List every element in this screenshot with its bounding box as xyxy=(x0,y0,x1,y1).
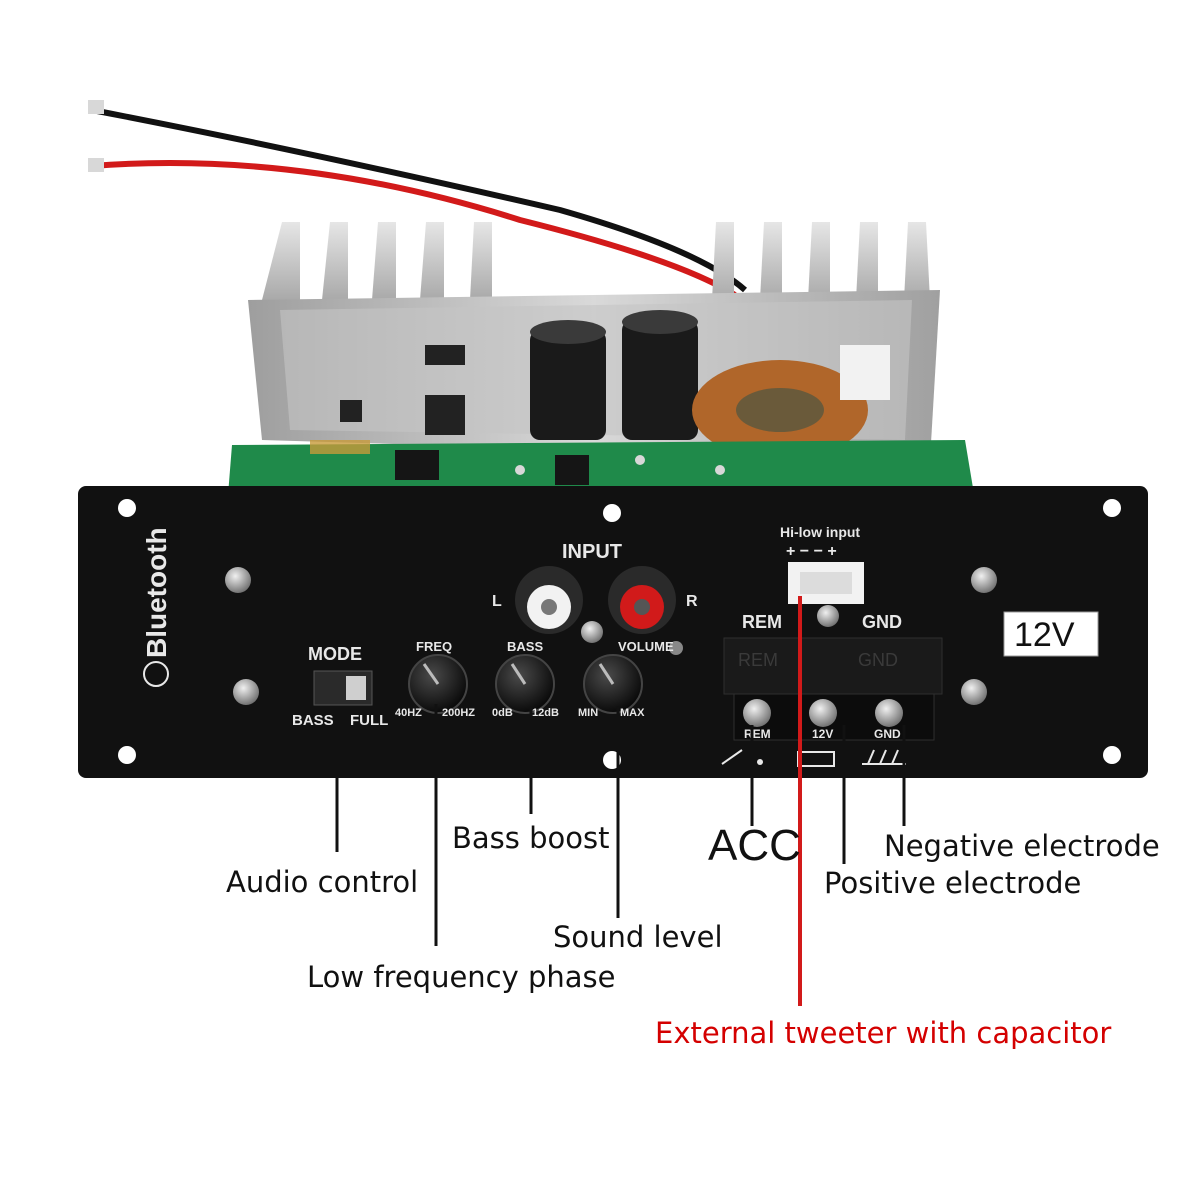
freq-knob[interactable] xyxy=(408,654,468,714)
terminal-rem-text: REM xyxy=(744,727,771,741)
bluetooth-logo: Bluetooth xyxy=(141,527,172,687)
terminal-gnd-text: GND xyxy=(874,727,901,741)
bass-knob[interactable] xyxy=(495,654,555,714)
bass-min-label: 0dB xyxy=(492,707,513,719)
callout-positive-electrode: Positive electrode xyxy=(824,866,1081,900)
freq-label: FREQ xyxy=(416,639,452,654)
bluetooth-brand: Bluetooth xyxy=(141,527,172,658)
callout-acc: ACC xyxy=(708,821,801,870)
input-right-label: R xyxy=(686,593,698,610)
mode-label: MODE xyxy=(308,644,362,664)
bass-label: BASS xyxy=(507,639,543,654)
hilow-input-label: Hi-low input xyxy=(780,524,860,540)
callout-external-tweeter: External tweeter with capacitor xyxy=(655,1016,1111,1050)
rca-jack-left xyxy=(515,566,583,634)
leader-lines xyxy=(335,596,906,1006)
rca-jack-right xyxy=(608,566,676,634)
freq-max-label: 200HZ xyxy=(442,707,475,719)
callout-bass-boost: Bass boost xyxy=(452,821,609,855)
terminal-gnd-screw[interactable] xyxy=(875,699,903,727)
volume-label: VOLUME xyxy=(618,639,674,654)
ground-symbol-icon xyxy=(862,749,906,765)
terminal-rem-screw[interactable] xyxy=(743,699,771,727)
input-left-label: L xyxy=(492,593,502,610)
callout-audio-control: Audio control xyxy=(226,865,418,899)
block-rem-text: REM xyxy=(738,650,778,670)
mode-switch[interactable] xyxy=(313,670,373,706)
mode-full-label: FULL xyxy=(350,712,388,729)
input-label: INPUT xyxy=(562,541,622,563)
volume-knob[interactable] xyxy=(583,654,643,714)
terminal-12v-text: 12V xyxy=(812,727,833,741)
mode-bass-label: BASS xyxy=(292,712,334,729)
voltage-badge-text: 12V xyxy=(1014,616,1075,654)
terminal-12v-screw[interactable] xyxy=(809,699,837,727)
volume-min-label: MIN xyxy=(578,707,598,719)
callout-negative-electrode: Negative electrode xyxy=(884,829,1160,863)
callout-low-frequency-phase: Low frequency phase xyxy=(307,960,616,994)
voltage-badge: 12V xyxy=(1003,611,1099,657)
power-wires xyxy=(88,100,747,298)
volume-max-label: MAX xyxy=(620,707,645,719)
hilow-pins-label: + − − + xyxy=(786,543,837,560)
front-panel xyxy=(78,486,1148,778)
switch-symbol-icon xyxy=(721,749,763,765)
freq-min-label: 40HZ xyxy=(395,707,422,719)
pcb-board xyxy=(228,440,975,500)
callout-sound-level: Sound level xyxy=(553,920,723,954)
bass-max-label: 12dB xyxy=(532,707,559,719)
gnd-label: GND xyxy=(862,612,902,632)
internal-components xyxy=(340,310,890,460)
block-gnd-text: GND xyxy=(858,650,898,670)
rem-label: REM xyxy=(742,612,782,632)
